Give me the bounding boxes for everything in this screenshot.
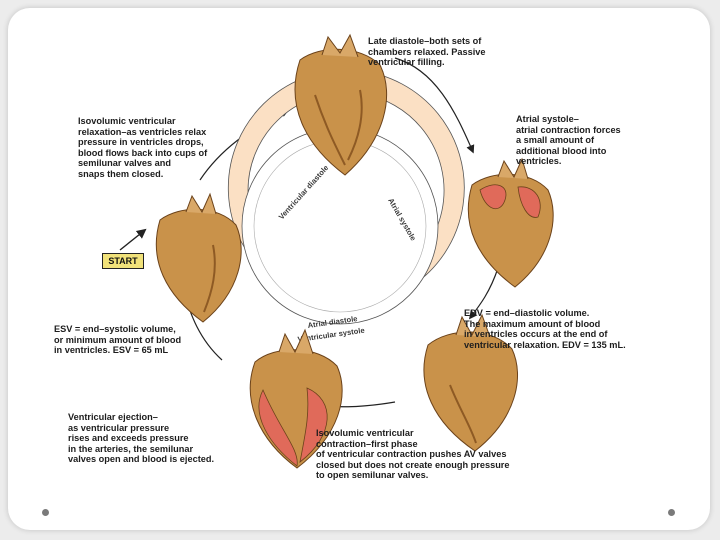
- caption-late-diastole: Late diastole–both sets of chambers rela…: [368, 36, 486, 68]
- heart-illustration-atrial-systole: [467, 157, 554, 288]
- caption-esv: ESV = end–systolic volume, or minimum am…: [54, 324, 182, 356]
- caption-isovolumic-relaxation: Isovolumic ventricular relaxation–as ven…: [78, 116, 208, 179]
- cycle-artwork: Ventricular diastole Atrial systole Atri…: [119, 33, 554, 469]
- cycle-arrow: [394, 57, 475, 154]
- slide-bullet-dot-right: [668, 509, 675, 516]
- heart-illustration-late-diastole: [294, 33, 387, 176]
- caption-edv: EDV = end–diastolic volume. The maximum …: [464, 308, 626, 350]
- heart-illustration-isovolumic-contraction: [423, 313, 518, 452]
- caption-ventricular-ejection: Ventricular ejection– as ventricular pre…: [68, 412, 215, 465]
- slide-bullet-dot-left: [42, 509, 49, 516]
- caption-isovolumic-contraction: Isovolumic ventricular contraction–first…: [316, 428, 510, 481]
- phase-ring: [227, 69, 465, 325]
- start-arrow-icon: [119, 228, 147, 251]
- heart-illustration-isovolumic-relaxation: [155, 192, 242, 323]
- start-label: START: [102, 253, 144, 269]
- caption-atrial-systole: Atrial systole– atrial contraction force…: [516, 114, 621, 167]
- heart-illustration-ventricular-ejection: [249, 328, 343, 469]
- cycle-arrow: [468, 267, 499, 320]
- cardiac-cycle-figure: Ventricular diastole Atrial systole Atri…: [50, 30, 685, 488]
